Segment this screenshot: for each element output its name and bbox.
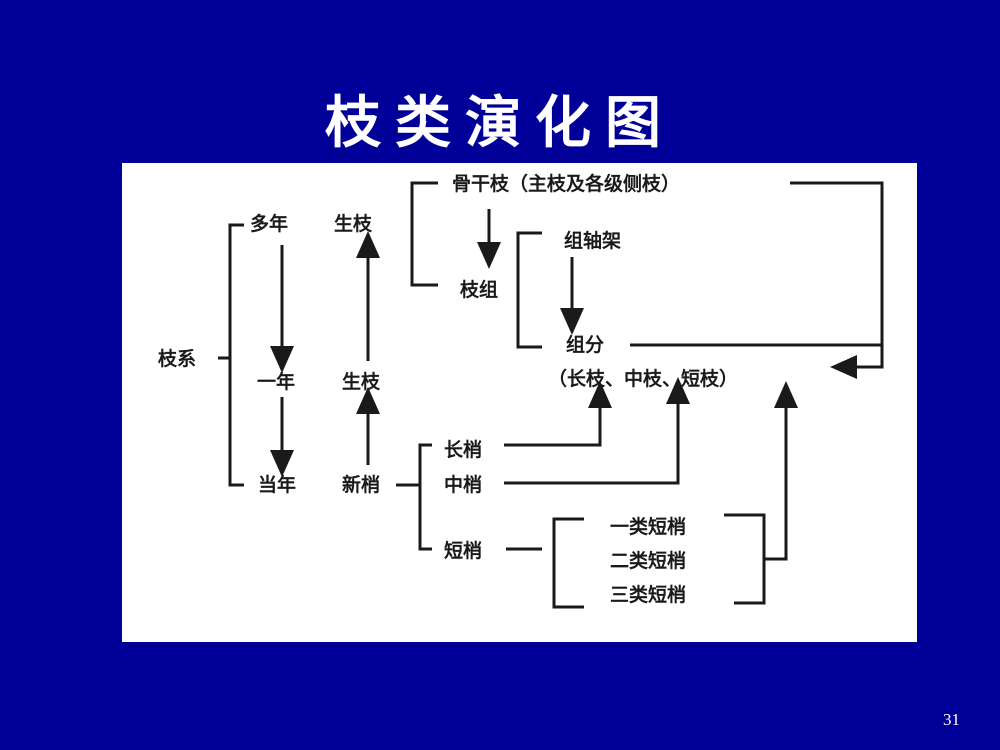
new-shoot-label: 新梢 [342, 473, 380, 496]
multi-year-label: 多年 [250, 212, 288, 235]
current-year-label: 当年 [258, 473, 296, 496]
branch-group-label: 枝组 [460, 278, 498, 301]
medium-shoot-label: 中梢 [444, 473, 482, 496]
diagram-svg: 枝系 多年 一年 当年 生枝 生枝 新梢 骨干枝（主枝及各级侧枝） 枝组 组轴架… [158, 172, 884, 609]
branch-types-label: （长枝、中枝、短枝） [548, 367, 738, 390]
backbone-label: 骨干枝（主枝及各级侧枝） [452, 172, 680, 195]
long-shoot-label: 长梢 [444, 438, 482, 461]
long-shoot-arrow [504, 381, 612, 447]
group-framework-label: 组轴架 [564, 229, 621, 252]
slide-title: 枝类演化图 [325, 90, 675, 156]
growth-branch-top-label: 生枝 [334, 212, 373, 235]
slide-number: 31 [943, 710, 960, 729]
one-year-label: 一年 [257, 370, 295, 393]
root-bracket [228, 223, 244, 487]
short-class-right-bracket [724, 513, 766, 605]
backbone-loop [790, 181, 884, 379]
short-class-up-arrow [764, 381, 798, 561]
short-class-3-label: 三类短梢 [610, 583, 686, 606]
medium-shoot-arrow [504, 377, 690, 485]
group-bracket [516, 231, 542, 349]
root-label: 枝系 [158, 347, 196, 370]
short-class-2-label: 二类短梢 [610, 549, 686, 572]
growth-branch-mid-label: 生枝 [342, 370, 381, 393]
short-shoot-label: 短梢 [444, 539, 482, 562]
backbone-bracket [410, 181, 438, 287]
short-class-bracket [552, 517, 584, 609]
branch-evolution-diagram: 枝系 多年 一年 当年 生枝 生枝 新梢 骨干枝（主枝及各级侧枝） 枝组 组轴架… [122, 163, 917, 642]
shoot-bracket [418, 443, 432, 551]
group-division-label: 组分 [566, 333, 604, 356]
short-class-1-label: 一类短梢 [610, 515, 686, 538]
